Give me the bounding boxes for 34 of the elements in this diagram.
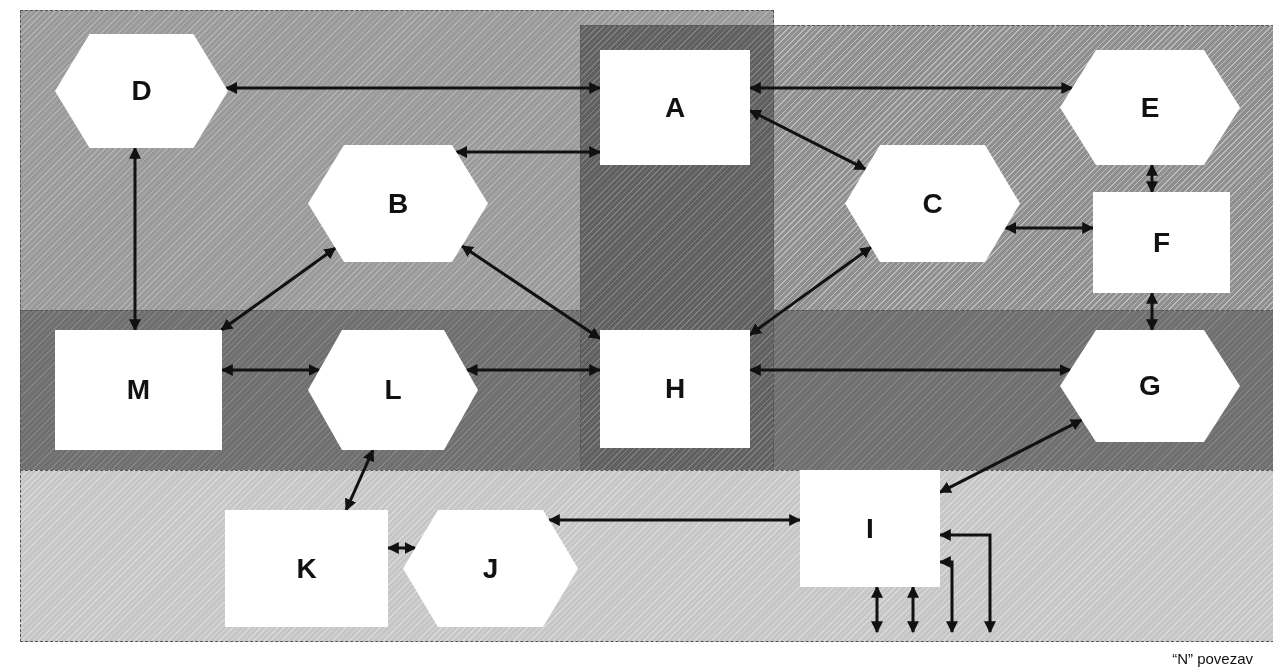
process-box	[800, 470, 940, 587]
arrow	[749, 245, 873, 336]
arrow	[907, 585, 919, 634]
node-label: G	[1139, 372, 1161, 400]
arrow	[547, 514, 802, 526]
node-label: E	[1140, 93, 1160, 122]
arrow	[129, 146, 141, 332]
arrow	[220, 246, 337, 332]
process-box	[1093, 192, 1230, 293]
node-label: I	[866, 514, 874, 543]
process-box	[600, 50, 750, 165]
arrow	[344, 448, 375, 512]
arrow	[460, 244, 601, 340]
process-box	[225, 510, 388, 627]
process-box	[55, 330, 222, 450]
node-label: C	[922, 189, 943, 218]
node-label: M	[126, 376, 151, 404]
node-label: H	[664, 375, 686, 403]
arrow	[465, 364, 602, 376]
arrow	[1004, 222, 1095, 234]
arrow	[225, 82, 602, 94]
arrow	[455, 146, 602, 158]
node-label: F	[1152, 228, 1171, 257]
arrow	[1146, 163, 1158, 194]
note-text: “N” povezav	[1172, 650, 1253, 667]
node-label: B	[387, 189, 409, 218]
arrow	[871, 585, 883, 634]
node-label: D	[131, 77, 152, 105]
node-label: J	[482, 554, 499, 583]
process-box	[600, 330, 750, 448]
node-label: L	[384, 376, 402, 404]
node-label: K	[296, 554, 317, 583]
arrow	[1146, 291, 1158, 332]
node-label: A	[664, 93, 686, 122]
